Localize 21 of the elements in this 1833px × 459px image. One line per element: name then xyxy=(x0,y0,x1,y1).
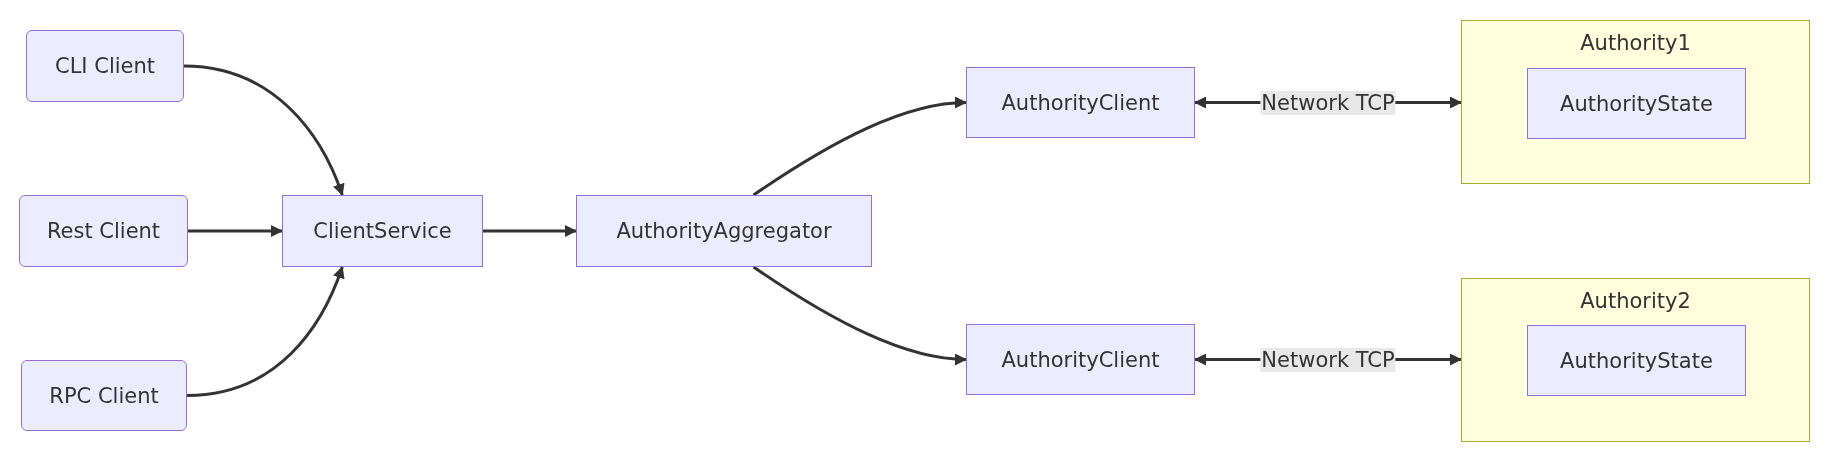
process-box: CLI Client xyxy=(26,30,184,102)
arrow xyxy=(188,225,283,237)
arrow xyxy=(483,225,577,237)
arrow xyxy=(752,97,967,197)
group-container xyxy=(1461,278,1810,442)
edge-label: Network TCP xyxy=(1260,90,1396,115)
group-title: Authority2 xyxy=(1579,289,1692,313)
process-box: AuthorityState xyxy=(1527,68,1746,139)
process-box: AuthorityState xyxy=(1527,325,1746,396)
process-box: AuthorityClient xyxy=(966,67,1195,138)
process-box: AuthorityClient xyxy=(966,324,1195,395)
process-box: Rest Client xyxy=(19,195,188,267)
arrow xyxy=(752,265,967,365)
process-box: RPC Client xyxy=(21,360,187,431)
process-box: ClientService xyxy=(282,195,483,267)
process-box: AuthorityAggregator xyxy=(576,195,872,267)
group-title: Authority1 xyxy=(1579,31,1692,55)
arrow xyxy=(183,64,345,196)
arrow xyxy=(186,266,345,397)
group-container xyxy=(1461,20,1810,184)
edge-label: Network TCP xyxy=(1260,347,1396,372)
